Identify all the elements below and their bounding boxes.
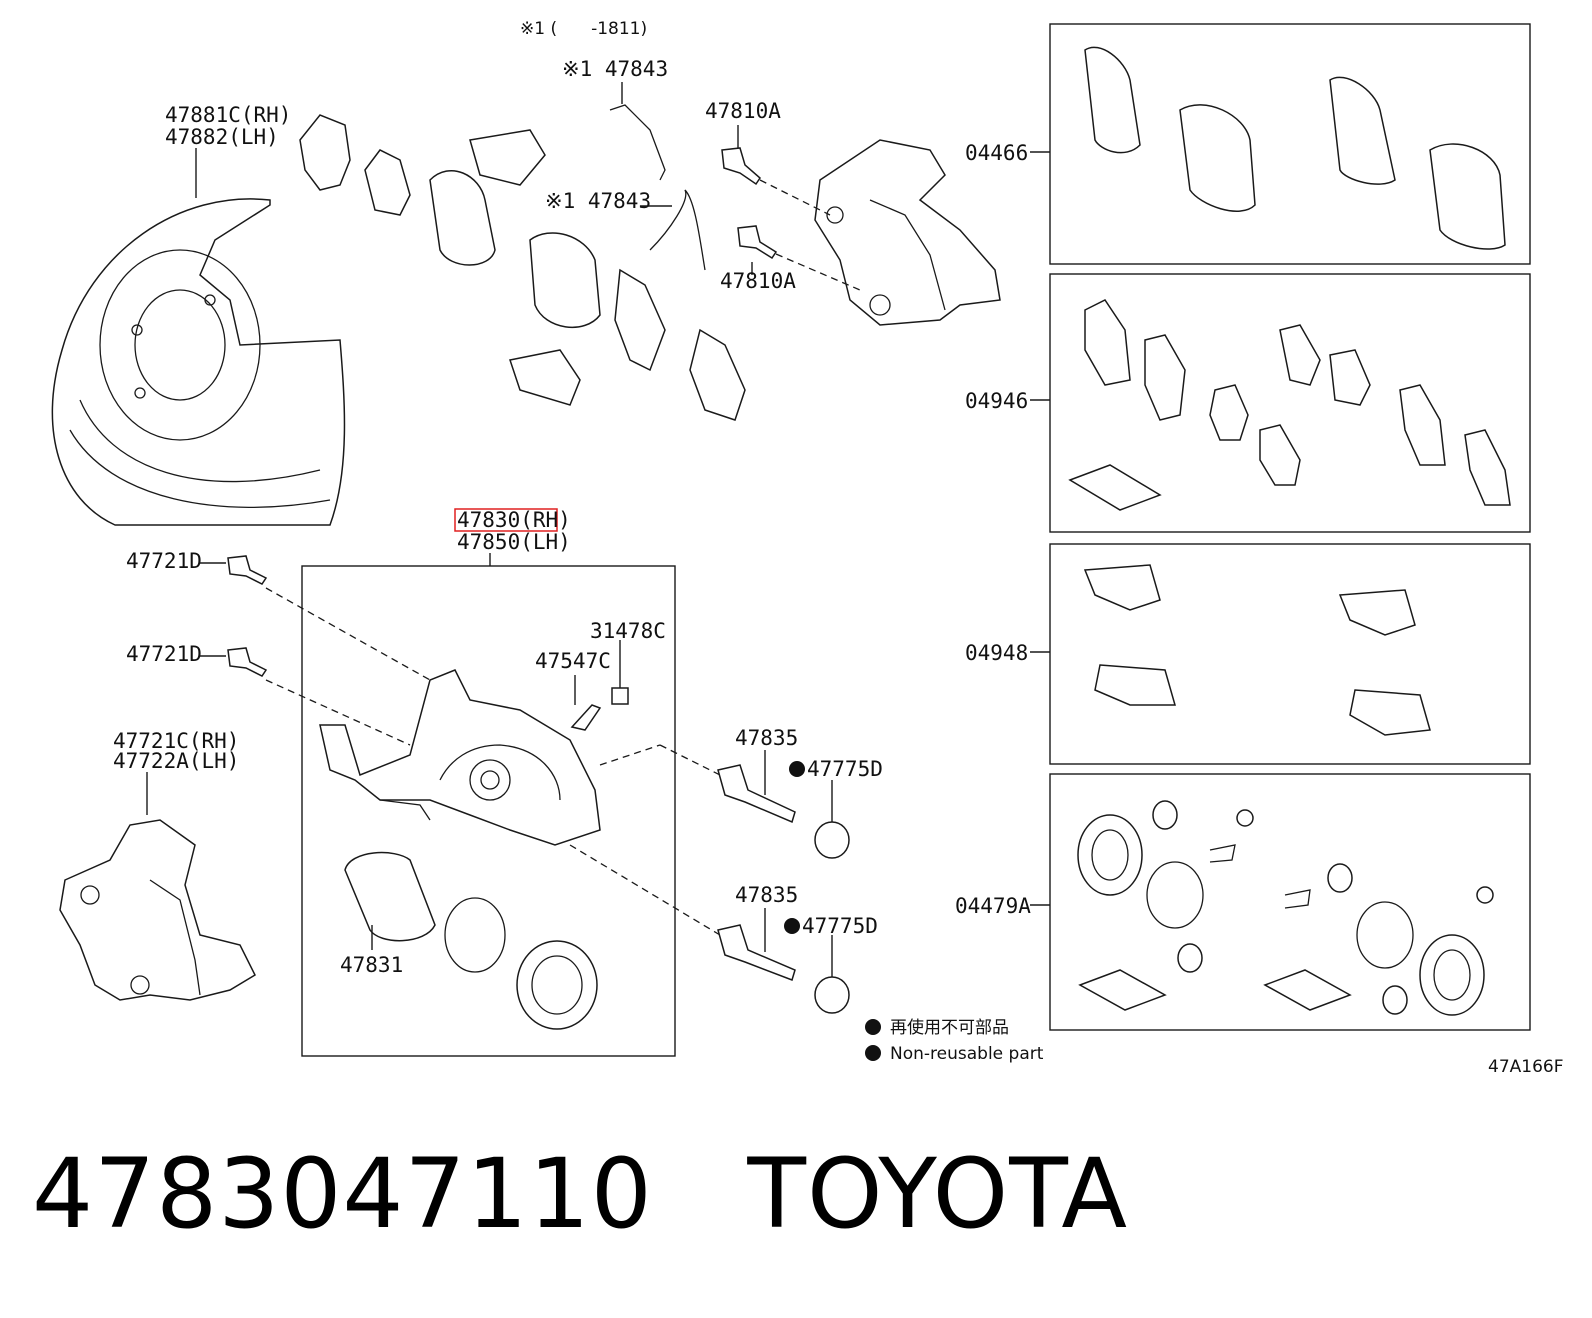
label-kit-04466: 04466 — [965, 141, 1028, 165]
label-kit-04479a: 04479A — [955, 894, 1031, 918]
guide-boot-b — [814, 976, 850, 1014]
label-47722a: 47722A(LH) — [113, 749, 239, 773]
mounting-bracket-top — [814, 139, 1001, 326]
caliper-bolt-b — [227, 647, 268, 677]
label-47831: 47831 — [340, 953, 403, 977]
kit-04948-clips — [1083, 564, 1431, 736]
label-47810a-a: 47810A — [705, 99, 781, 123]
label-47775d-b: 47775D — [802, 914, 878, 938]
label-kit-04946: 04946 — [965, 389, 1028, 413]
label-47775d-a: 47775D — [807, 757, 883, 781]
kit-box-04479a — [1049, 773, 1531, 1031]
legend-dot-en — [865, 1045, 881, 1061]
label-kit-04948: 04948 — [965, 641, 1028, 665]
guide-boot-a — [814, 821, 850, 859]
highlight-47830 — [454, 508, 558, 532]
caption-part-number: 4783047110 — [32, 1138, 653, 1250]
kit-box-04948 — [1049, 543, 1531, 765]
kit-box-04466 — [1049, 23, 1531, 265]
label-47547c: 47547C — [535, 649, 611, 673]
piston-seal — [444, 897, 506, 973]
non-reusable-mark-a — [789, 761, 805, 777]
kit-04466-pads — [1084, 46, 1506, 250]
non-reusable-mark-b — [784, 918, 800, 934]
kit-04946-shims — [1068, 299, 1511, 511]
label-47835-b: 47835 — [735, 883, 798, 907]
guide-pin-b — [717, 924, 796, 981]
dust-boot — [516, 940, 598, 1030]
caliper-body-drawing — [319, 669, 601, 846]
note-top: ※1 ( -1811) — [520, 19, 647, 39]
legend-text-en: Non-reusable part — [890, 1044, 1044, 1064]
label-47843-b: ※1 47843 — [545, 189, 651, 213]
caption: 4783047110 TOYOTA — [32, 1138, 1128, 1250]
label-47882: 47882(LH) — [165, 125, 279, 149]
label-47721c: 47721C(RH) — [113, 729, 239, 753]
caliper-bolt-a — [227, 555, 268, 585]
label-47721d-a: 47721D — [126, 549, 202, 573]
label-31478c: 31478C — [590, 619, 666, 643]
caliper-assembly-box — [301, 565, 676, 1057]
label-47721d-b: 47721D — [126, 642, 202, 666]
piston — [344, 851, 436, 942]
bleeder-screw — [570, 704, 602, 731]
legend-dot-jp — [865, 1019, 881, 1035]
backing-plate-drawing — [51, 198, 346, 526]
legend-text-jp: 再使用不可部品 — [890, 1017, 1009, 1038]
mounting-bracket-bottom — [59, 819, 256, 1001]
label-47881c: 47881C(RH) — [165, 103, 291, 127]
label-47810a-b: 47810A — [720, 269, 796, 293]
label-47830: 47830(RH) — [457, 508, 571, 532]
kit-box-04946 — [1049, 273, 1531, 533]
label-47843-a: ※1 47843 — [562, 57, 668, 81]
label-47850: 47850(LH) — [457, 530, 571, 554]
bleeder-cap — [611, 687, 629, 705]
guide-pin-a — [717, 764, 796, 824]
diagram-code: 47A166F — [1488, 1057, 1564, 1077]
pad-group-top — [299, 104, 746, 421]
label-47835-a: 47835 — [735, 726, 798, 750]
kit-04479a-seals — [1077, 800, 1494, 1016]
caption-brand: TOYOTA — [747, 1138, 1129, 1250]
